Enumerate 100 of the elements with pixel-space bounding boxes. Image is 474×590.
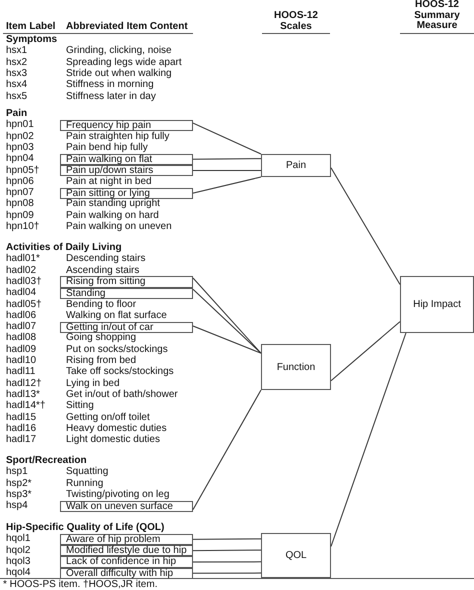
connector-line xyxy=(192,561,262,562)
item-label: hpn06 xyxy=(6,176,34,188)
item-box: Overall difficulty with hip xyxy=(60,568,193,579)
connector-line xyxy=(330,167,400,286)
item-label: hqol1 xyxy=(6,533,30,546)
item-content: Pain walking on hard xyxy=(66,210,159,222)
item-content: Rising from bed xyxy=(66,355,136,366)
item-content: Put on socks/stockings xyxy=(66,344,168,356)
connector-line xyxy=(330,321,400,382)
item-label: hadl12† xyxy=(6,378,42,390)
item-content: Light domestic duties xyxy=(66,434,160,446)
item-content: Squatting xyxy=(66,466,108,478)
item-label: hadl10 xyxy=(6,355,36,366)
item-label: hsx1 xyxy=(6,45,28,58)
item-label: hqol4 xyxy=(6,567,30,580)
item-content: Running xyxy=(66,478,104,490)
item-label: hsp4 xyxy=(6,500,28,512)
item-content: Stride out when walking xyxy=(66,68,172,80)
item-label: hsx2 xyxy=(6,56,28,68)
item-label: hpn07 xyxy=(6,187,34,198)
item-label: hadl08 xyxy=(6,332,36,344)
item-content: Walking on flat surface xyxy=(66,310,167,322)
item-content: Stiffness in morning xyxy=(66,79,154,92)
connector-line xyxy=(192,158,262,160)
item-content: Lying in bed xyxy=(66,378,120,390)
item-label: hadl02 xyxy=(6,264,36,276)
item-label: hsp3* xyxy=(6,488,32,500)
item-label: hpn09 xyxy=(6,210,34,222)
item-box: Modified lifestyle due to hip xyxy=(60,545,193,556)
column-header: HOOS-12 Scales xyxy=(273,10,319,32)
item-label: hpn01 xyxy=(6,119,34,132)
section-heading: Pain xyxy=(6,108,28,120)
item-label: hadl03† xyxy=(6,276,42,288)
item-label: hsp2* xyxy=(6,478,32,490)
connector-line xyxy=(192,538,262,540)
item-box: Standing xyxy=(60,288,193,299)
item-label: hsx3 xyxy=(6,68,28,80)
item-label: hadl05† xyxy=(6,298,42,310)
item-box: Frequency hip pain xyxy=(60,120,193,131)
item-label: hsx4 xyxy=(6,79,28,92)
item-content: Ascending stairs xyxy=(66,264,140,276)
item-content: Pain at night in bed xyxy=(66,176,152,188)
item-label: hadl06 xyxy=(6,310,36,322)
connector-line xyxy=(192,176,262,194)
item-label: hadl15 xyxy=(6,412,36,424)
item-box: Walk on uneven surface xyxy=(60,500,193,512)
column-header: Abbreviated Item Content xyxy=(66,21,188,33)
item-box: Pain walking on flat xyxy=(60,154,193,165)
item-label: hpn04 xyxy=(6,153,34,166)
item-box: Lack of confidence in hip xyxy=(60,556,193,568)
item-label: hadl14*† xyxy=(6,400,46,412)
footnote: * HOOS-PS item. †HOOS,JR item. xyxy=(3,579,158,590)
connector-line xyxy=(192,550,262,552)
connector-line xyxy=(192,390,262,510)
item-content: Stiffness later in day xyxy=(66,90,156,102)
connector-line xyxy=(192,572,262,574)
item-content: Get in/out of bath/shower xyxy=(66,388,178,400)
item-content: Heavy domestic duties xyxy=(66,422,167,434)
connector-line xyxy=(192,122,262,154)
item-box: Pain up/down stairs xyxy=(60,164,193,176)
section-heading: Symptoms xyxy=(6,34,58,46)
item-content: Going shopping xyxy=(66,332,136,344)
item-content: Pain straighten hip fully xyxy=(66,130,170,142)
item-label: hadl16 xyxy=(6,422,36,434)
column-header: Item Label xyxy=(6,21,56,33)
item-content: Pain standing upright xyxy=(66,198,160,210)
item-label: hpn02 xyxy=(6,130,34,142)
item-content: Pain walking on uneven xyxy=(66,221,172,233)
item-box: Rising from sitting xyxy=(60,276,193,288)
scale-box: Function xyxy=(261,344,331,390)
item-label: hadl17 xyxy=(6,434,36,446)
item-label: hpn10† xyxy=(6,221,40,233)
item-label: hsx5 xyxy=(6,90,28,102)
item-content: Take off socks/stockings xyxy=(66,366,174,378)
item-label: hqol3 xyxy=(6,556,30,568)
scale-box: Hip Impact xyxy=(400,276,474,333)
connector-line xyxy=(192,170,262,172)
item-label: hadl09 xyxy=(6,344,36,356)
item-label: hadl01* xyxy=(6,253,40,266)
item-content: Sitting xyxy=(66,400,94,412)
item-label: hqol2 xyxy=(6,544,30,556)
section-heading: Sport/Recreation xyxy=(6,455,87,466)
section-heading: Hip-Specific Quality of Life (QOL) xyxy=(6,522,164,534)
item-label: hadl11 xyxy=(6,366,36,378)
item-content: Pain bend hip fully xyxy=(66,142,148,154)
item-label: hpn08 xyxy=(6,198,34,210)
item-label: hadl13* xyxy=(6,388,40,400)
item-content: Spreading legs wide apart xyxy=(66,56,182,68)
item-content: Grinding, clicking, noise xyxy=(66,45,172,58)
connector-line xyxy=(192,326,262,354)
column-header: HOOS-12 Summary Measure xyxy=(413,0,461,32)
scale-box: Pain xyxy=(261,154,331,177)
item-box: Getting in/out of car xyxy=(60,322,193,333)
item-label: hsp1 xyxy=(6,466,28,478)
item-box: Aware of hip problem xyxy=(60,534,193,545)
item-content: Getting on/off toilet xyxy=(66,412,150,424)
item-content: Descending stairs xyxy=(66,253,146,266)
item-content: Twisting/pivoting on leg xyxy=(66,488,170,501)
item-box: Pain sitting or lying xyxy=(60,188,193,199)
connector-line xyxy=(330,332,406,547)
